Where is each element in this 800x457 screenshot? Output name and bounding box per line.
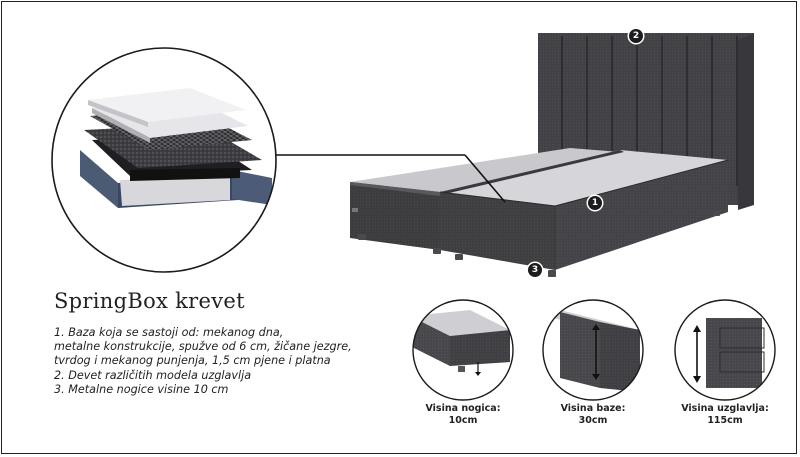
feature-line: tvrdog i mekanog punjenja, 1,5 cm pjene … [54, 354, 331, 368]
base-layers-detail [51, 47, 277, 273]
callout-badge-3: 3 [528, 263, 542, 277]
feature-line: metalne konstrukcije, spužve od 6 cm, ži… [54, 340, 352, 354]
callout-badge-2: 2 [629, 29, 643, 43]
callout-badge-1: 1 [588, 196, 602, 210]
legs-height-detail [412, 299, 514, 401]
base-height-detail [542, 299, 644, 401]
caption-label: Visina baze: [560, 403, 626, 414]
caption-value: 30cm [578, 415, 608, 426]
feature-list: 1. Baza koja se sastoji od: mekanog dna,… [54, 326, 394, 397]
bed-base-left [350, 148, 620, 250]
caption-value: 115cm [707, 415, 743, 426]
feature-line: 3. Metalne nogice visine 10 cm [54, 382, 229, 396]
caption-value: 10cm [448, 415, 478, 426]
caption-label: Visina uzglavlja: [681, 403, 769, 414]
feature-line: 2. Devet različitih modela uzglavlja [54, 368, 252, 382]
legs-height-caption: Visina nogica: 10cm [408, 403, 518, 427]
caption-label: Visina nogica: [425, 403, 501, 414]
headboard-height-caption: Visina uzglavlja: 115cm [670, 403, 780, 427]
bed-base-right [439, 150, 729, 270]
product-title: SpringBox krevet [54, 289, 245, 313]
headboard-height-detail [674, 299, 776, 401]
metal-legs [358, 210, 720, 277]
base-height-caption: Visina baze: 30cm [538, 403, 648, 427]
feature-line: 1. Baza koja se sastoji od: mekanog dna, [54, 326, 284, 339]
